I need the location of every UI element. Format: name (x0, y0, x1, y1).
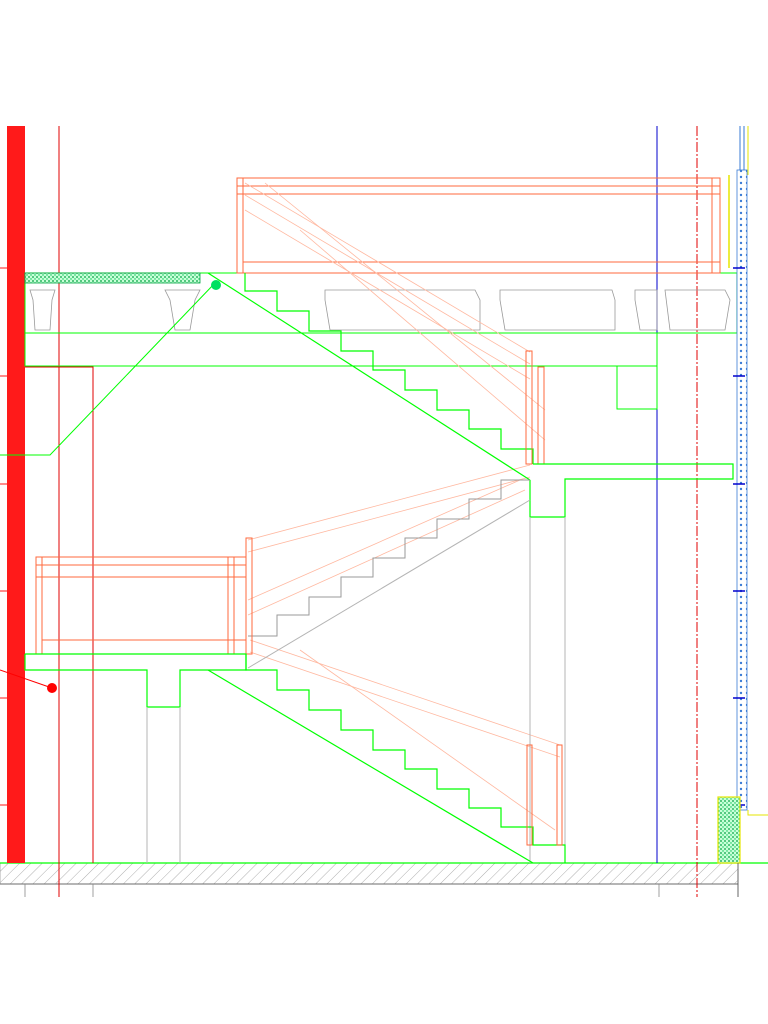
handrail-projections (244, 182, 561, 831)
left-column (0, 126, 25, 863)
level-leader-line (0, 282, 216, 456)
upper-flight (207, 272, 545, 481)
lower-railing (35, 537, 253, 655)
level-marker-bottom-leader (0, 669, 53, 689)
right-facade (717, 126, 768, 897)
level-marker-top (211, 280, 221, 290)
axis-lines (25, 126, 698, 897)
upper-floor-slab (24, 272, 738, 410)
ground-slab (0, 862, 768, 897)
middle-flight (247, 479, 531, 669)
lower-flight (207, 654, 566, 864)
lower-landing (24, 653, 247, 863)
mid-landing (529, 463, 734, 863)
wall-outline-red (25, 366, 94, 863)
level-marker-bottom (47, 683, 57, 693)
upper-railing (236, 177, 721, 274)
